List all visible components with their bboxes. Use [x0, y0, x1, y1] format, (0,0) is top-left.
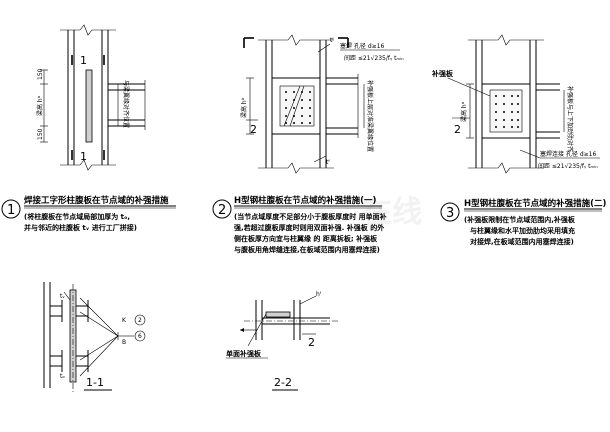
section-2-2-side-label: 单面补强板 — [226, 349, 262, 358]
detail-2-note-line-4: 与腹板用角焊缝连接,在板域范围内用塞焊连接) — [234, 245, 380, 254]
detail-3-number: 3 — [446, 206, 454, 221]
detail-3-title: H型钢柱腹板在节点域的补强措施(二) — [464, 198, 607, 209]
detail-2-note-line-3: 侧在板厚方向宜与柱翼缘 的 距离拆板; 补强板 — [234, 234, 378, 243]
detail-2-number-circle — [212, 199, 232, 219]
section-1-1-callout-a: 2 — [138, 317, 142, 324]
detail-2-tf-label-bottom: tᶠ — [326, 159, 330, 166]
detail-1-dim-top: 150 — [37, 68, 44, 80]
section-2-2-callout: 2 — [308, 336, 315, 349]
detail-3-note-line-3: 对接焊,在板域范围内用塞焊连接) — [470, 237, 574, 246]
detail-2-section-mark: 2 — [250, 123, 257, 136]
section-1-1-mark-a: K — [122, 317, 127, 324]
detail-1-note-line-1: (将柱腹板在节点域局部加厚为 tₒ, — [24, 212, 130, 221]
section-1-1-callout-b-circle — [134, 330, 146, 342]
detail-3-caption: 3 H型钢柱腹板在节点域的补强措施(二) (补强板限制在节点域范围内,补强板 与… — [440, 198, 607, 246]
section-2-2-h-label: hᶠ — [316, 291, 322, 298]
detail-1-dim-beam: 梁高 hᵇ — [36, 95, 44, 116]
detail-2-vertical-text: 补强板上层对准梁翼缘位置 — [366, 80, 374, 152]
detail-2-note-line-2: 强,若超过腹板厚度时则用双面补强. 补强板 的外 — [234, 223, 384, 232]
section-1-1-tw2-label: tₒ — [60, 373, 65, 380]
detail-1-elevation: 1 1 150 梁高 hᵇ 150 与梁翼缘对齐位置 — [36, 24, 146, 171]
detail-3-note-line-1: (补强板限制在节点域范围内,补强板 — [464, 215, 576, 224]
detail-3-weld-label: 塞焊连接 孔径 d≥16 — [540, 150, 596, 158]
section-1-1-callout-b: 6 — [138, 333, 142, 340]
detail-1-caption: 1 焊接工字形柱腹板在节点域的补强措施 (将柱腹板在节点域局部加厚为 tₒ, 并… — [1, 195, 176, 232]
detail-2-dim-beam: 梁高 hᵇ — [240, 97, 248, 118]
section-2-2: hᶠ 单面补强板 2 2-2 — [226, 291, 340, 391]
detail-1-number-circle — [1, 199, 21, 219]
detail-3-spacing-label: 间距 ≤21√235/fᵧ tₘᵢₙ — [538, 162, 598, 170]
detail-1-section-mark-bottom: 1 — [80, 150, 87, 163]
detail-2-elevation: 2 梁高 hᵇ tᶠ tᶠ 塞焊 孔径 d≥16 间距 ≤21√235/fᵧ t… — [240, 34, 404, 174]
detail-2-weld-label: 塞焊 孔径 d≥16 — [340, 42, 384, 50]
detail-3-plug-welds — [495, 95, 519, 128]
section-1-1-mark-b: B — [122, 339, 126, 346]
detail-2-spacing-label: 间距 ≤21√235/fᵧ tₘᵢₙ — [344, 54, 404, 62]
detail-1-number: 1 — [7, 203, 15, 218]
detail-3-number-circle — [440, 202, 460, 222]
detail-2-caption: 2 H型钢柱腹板在节点域的补强措施(一) (当节点域厚度不足部分小于腹板厚度时 … — [212, 195, 387, 254]
detail-2-title: H型钢柱腹板在节点域的补强措施(一) — [234, 195, 377, 206]
section-1-1-tw-label: tᵥ — [60, 293, 65, 300]
detail-2-tf-label: tᶠ — [330, 37, 334, 44]
detail-3-vertical-text: 补强板与上下加劲肋对齐 — [566, 86, 574, 152]
detail-2-number: 2 — [218, 203, 226, 218]
detail-3-elevation: 2 梁高 hᵇ 补强板 补强板与上下加劲肋对齐 塞焊连接 孔径 d≥16 间距 … — [431, 34, 600, 174]
detail-1-section-mark-top: 1 — [80, 54, 87, 67]
detail-1-vertical-text: 与梁翼缘对齐位置 — [122, 80, 130, 128]
detail-1-dim-bottom: 150 — [37, 128, 44, 140]
section-1-1-label: 1-1 — [86, 376, 104, 389]
detail-3-dim-beam: 梁高 hᵇ — [460, 101, 468, 122]
section-1-1-callout-a-circle — [134, 314, 146, 326]
section-2-2-label: 2-2 — [274, 376, 292, 389]
detail-2-note-line-1: (当节点域厚度不足部分小于腹板厚度时 用单面补 — [234, 212, 387, 221]
detail-1-title: 焊接工字形柱腹板在节点域的补强措施 — [24, 195, 169, 206]
detail-1-note-line-2: 并与邻近的柱腹板 tᵥ 进行工厂拼接) — [24, 223, 137, 232]
section-1-1: tᵥ tₒ 2 6 K B 1-1 — [43, 282, 146, 392]
watermark: 在线 — [362, 195, 422, 230]
detail-3-stiffener-label: 补强板 — [431, 69, 454, 78]
detail-3-note-line-2: 与柱翼缘和水平加劲肋均采用填充 — [470, 226, 575, 235]
detail-3-section-mark: 2 — [454, 123, 461, 136]
